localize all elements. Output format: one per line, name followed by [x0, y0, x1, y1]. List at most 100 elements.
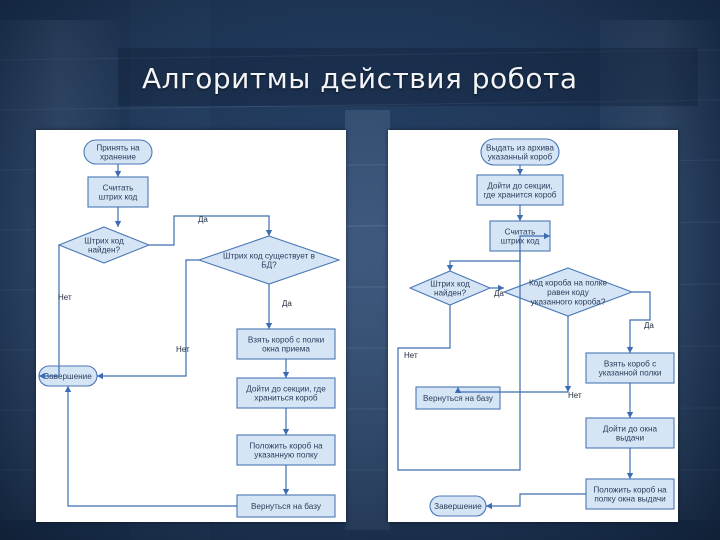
right-edge-match-yes-arrowhead	[626, 347, 634, 353]
right-label-found-no: Нет	[404, 351, 418, 360]
left-found-text: Штрих код	[84, 236, 124, 245]
right-edge-found-no	[397, 235, 550, 471]
right-label-match-no: Нет	[568, 391, 582, 400]
right-start-text: указанный короб	[488, 153, 553, 162]
right-take-box	[585, 352, 675, 384]
right-edge-match-no-arrowhead	[564, 386, 572, 392]
right-put-text: Положить короб на	[593, 485, 667, 494]
left-edge-found-no-arrowhead	[39, 372, 45, 380]
left-found-text: найден?	[88, 246, 121, 255]
right-edge-to-return-arrowhead	[454, 387, 462, 393]
left-take-text: окна приема	[262, 345, 310, 354]
left-read-text: Считать	[103, 183, 134, 192]
right-edge-put-end-arrowhead	[486, 502, 492, 510]
right-read-text: Считать	[505, 227, 536, 236]
left-put-text: указанную полку	[254, 451, 318, 460]
left-edge-read-found-arrowhead	[114, 221, 122, 227]
right-match-text: равен коду	[547, 288, 590, 297]
right-edge-put-end	[486, 493, 586, 507]
left-exists-node: Штрих код существует вБД?	[197, 235, 341, 285]
right-edge-take-deliver-arrowhead	[626, 412, 634, 418]
left-edge-take-goto-arrowhead	[282, 372, 290, 378]
left-return-node: Вернуться на базу	[236, 494, 336, 518]
right-take-text: указанной полки	[599, 369, 662, 378]
left-edge-found-no	[39, 245, 60, 377]
right-edge-match-yes	[629, 291, 651, 353]
right-goto-text: Дойти до секции,	[487, 181, 552, 190]
left-found-decision	[57, 226, 151, 264]
right-deliver-text: Дойти до окна	[603, 424, 658, 433]
right-edge-read-found-arrowhead	[446, 265, 454, 271]
right-put-text: полку окна выдачи	[594, 495, 665, 504]
right-edge-found-yes-arrowhead	[498, 284, 504, 292]
left-edge-exists-yes-arrowhead	[265, 323, 273, 329]
slide-title: Алгоритмы действия робота	[142, 62, 578, 95]
right-deliver-text: выдачи	[616, 434, 644, 443]
left-edge-found-yes	[149, 215, 270, 246]
right-label-match-yes: Да	[644, 321, 654, 330]
right-end-text: Завершение	[434, 502, 482, 511]
left-put-text: Положить короб на	[249, 441, 323, 450]
left-edge-start-read-arrowhead	[114, 171, 122, 177]
right-goto-node: Дойти до секции,где хранится короб	[476, 174, 564, 206]
left-exists-text: БД?	[261, 261, 277, 270]
left-edge-found-yes-arrowhead	[265, 230, 273, 236]
left-edge-return-end	[67, 386, 237, 507]
right-edge-read-found	[449, 251, 521, 271]
right-deliver-box	[585, 417, 675, 449]
left-take-text: Взять короб с полки	[248, 335, 324, 344]
left-return-text: Вернуться на базу	[251, 502, 322, 511]
right-edge-start-goto-arrowhead	[516, 169, 524, 175]
left-put-box	[236, 434, 336, 466]
left-edge-exists-no-arrowhead	[97, 372, 103, 380]
right-end-node: Завершение	[429, 495, 487, 517]
right-goto-box	[476, 174, 564, 206]
right-found-text: найден?	[434, 289, 467, 298]
left-label-found-yes: Да	[198, 215, 208, 224]
left-read-text: штрих код	[99, 193, 138, 202]
right-edge-deliver-put-arrowhead	[626, 473, 634, 479]
left-label-exists-yes: Да	[282, 299, 292, 308]
left-label-exists-no: Нет	[176, 345, 190, 354]
right-take-text: Взять короб с	[604, 359, 656, 368]
right-return-text: Вернуться на базу	[423, 394, 494, 403]
left-goto-box	[236, 377, 336, 409]
right-edge-found-no-arrowhead	[544, 232, 550, 240]
left-start-text: Принять на	[96, 143, 140, 152]
left-exists-text: Штрих код существует в	[223, 251, 315, 260]
right-found-text: Штрих код	[430, 279, 470, 288]
right-label-found-yes: Да	[494, 289, 504, 298]
right-goto-text: где хранится короб	[483, 191, 556, 200]
left-edge-goto-put-arrowhead	[282, 429, 290, 435]
left-end-text: Завершение	[44, 372, 92, 381]
left-edge-return-end-arrowhead	[64, 386, 72, 392]
left-start-text: хранение	[100, 153, 136, 162]
left-label-found-no: Нет	[58, 293, 72, 302]
right-match-text: указанного короба?	[531, 297, 606, 306]
left-edge-exists-no	[97, 259, 199, 377]
right-edge-goto-read-arrowhead	[516, 215, 524, 221]
right-match-text: Код короба на полке	[529, 279, 607, 288]
left-goto-text: Дойти до секции, где	[246, 384, 326, 393]
left-read-box	[87, 176, 149, 208]
right-start-text: Выдать из архива	[486, 143, 554, 152]
left-edge-put-return-arrowhead	[282, 489, 290, 495]
left-goto-text: храниться короб	[254, 394, 317, 403]
